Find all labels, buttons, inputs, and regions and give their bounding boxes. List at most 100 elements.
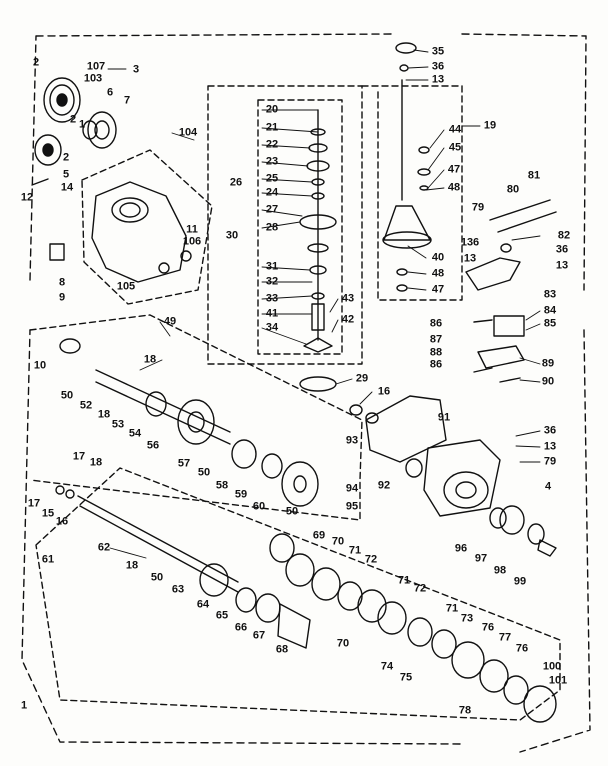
part-label-71a: 71 bbox=[348, 544, 362, 557]
part-label-87: 87 bbox=[429, 333, 443, 346]
part-label-44: 44 bbox=[448, 123, 462, 136]
part-label-6: 6 bbox=[106, 86, 114, 99]
spindle-group-box bbox=[207, 85, 363, 365]
part-label-76a: 76 bbox=[481, 621, 495, 634]
part-label-18b: 18 bbox=[97, 408, 111, 421]
part-label-3: 3 bbox=[132, 63, 140, 76]
part-label-17a: 17 bbox=[72, 450, 86, 463]
part-label-11: 11 bbox=[186, 223, 198, 236]
part-label-92: 92 bbox=[377, 479, 391, 492]
part-label-43: 43 bbox=[341, 292, 355, 305]
part-label-23: 23 bbox=[265, 155, 279, 168]
part-label-19: 19 bbox=[483, 119, 497, 132]
part-label-50d: 50 bbox=[150, 571, 164, 584]
part-label-69: 69 bbox=[312, 529, 326, 542]
bearing-group-box bbox=[35, 467, 561, 721]
part-label-95: 95 bbox=[345, 500, 359, 513]
part-label-99: 99 bbox=[513, 575, 527, 588]
part-label-35: 35 bbox=[431, 45, 445, 58]
part-label-50c: 50 bbox=[285, 505, 299, 518]
shifter-assembly bbox=[465, 199, 557, 383]
part-label-71b: 71 bbox=[397, 574, 411, 587]
part-label-71c: 71 bbox=[445, 602, 459, 615]
part-label-15: 15 bbox=[41, 507, 55, 520]
part-label-42: 42 bbox=[341, 313, 355, 326]
part-label-79a: 79 bbox=[471, 201, 485, 214]
part-label-76b: 76 bbox=[515, 642, 529, 655]
part-label-104: 104 bbox=[178, 126, 198, 139]
part-label-70a: 70 bbox=[331, 535, 345, 548]
part-label-88: 88 bbox=[429, 346, 443, 359]
part-label-93: 93 bbox=[345, 434, 359, 447]
part-label-101: 101 bbox=[548, 674, 568, 687]
part-label-100: 100 bbox=[542, 660, 562, 673]
part-label-90: 90 bbox=[541, 375, 555, 388]
part-label-85: 85 bbox=[543, 317, 557, 330]
part-label-66: 66 bbox=[234, 621, 248, 634]
part-label-32: 32 bbox=[265, 275, 279, 288]
part-label-2b: 2 bbox=[69, 113, 77, 126]
part-label-78: 78 bbox=[458, 704, 472, 717]
part-label-94: 94 bbox=[345, 482, 359, 495]
part-label-57: 57 bbox=[177, 457, 191, 470]
part-label-10: 10 bbox=[33, 359, 47, 372]
part-label-91: 91 bbox=[437, 411, 451, 424]
axle-housing bbox=[349, 395, 557, 557]
part-label-84: 84 bbox=[543, 304, 557, 317]
part-label-31: 31 bbox=[265, 260, 279, 273]
part-label-29: 29 bbox=[355, 372, 369, 385]
pinion-shaft bbox=[382, 42, 432, 292]
part-label-5: 5 bbox=[62, 168, 70, 181]
part-label-1b: 1 bbox=[20, 699, 28, 712]
part-label-50a: 50 bbox=[60, 389, 74, 402]
part-label-33: 33 bbox=[265, 292, 279, 305]
part-label-97: 97 bbox=[474, 552, 488, 565]
part-label-9: 9 bbox=[58, 291, 66, 304]
part-label-103: 103 bbox=[83, 72, 103, 85]
pulley-assembly bbox=[31, 77, 117, 186]
part-label-36b: 36 bbox=[555, 243, 569, 256]
part-label-75: 75 bbox=[399, 671, 413, 684]
part-label-82: 82 bbox=[557, 229, 571, 242]
part-label-68: 68 bbox=[275, 643, 289, 656]
part-label-13d: 13 bbox=[543, 440, 557, 453]
part-label-65: 65 bbox=[215, 609, 229, 622]
part-label-72b: 72 bbox=[413, 582, 427, 595]
part-label-28: 28 bbox=[265, 221, 279, 234]
part-label-136: 136 bbox=[460, 236, 480, 249]
part-label-2c: 2 bbox=[62, 151, 70, 164]
part-label-2a: 2 bbox=[32, 56, 40, 69]
part-label-48b: 48 bbox=[431, 267, 445, 280]
part-label-63: 63 bbox=[171, 583, 185, 596]
part-label-107: 107 bbox=[86, 60, 106, 73]
leader-lines bbox=[107, 49, 541, 559]
part-label-36a: 36 bbox=[431, 60, 445, 73]
part-label-89: 89 bbox=[541, 357, 555, 370]
part-label-45: 45 bbox=[448, 141, 462, 154]
part-label-52: 52 bbox=[79, 399, 93, 412]
part-label-79b: 79 bbox=[543, 455, 557, 468]
part-label-16b: 16 bbox=[55, 515, 69, 528]
part-label-21: 21 bbox=[265, 121, 279, 134]
part-label-14: 14 bbox=[60, 181, 74, 194]
part-label-60: 60 bbox=[252, 500, 266, 513]
part-label-13a: 13 bbox=[431, 73, 445, 86]
part-label-47b: 47 bbox=[431, 283, 445, 296]
part-label-72a: 72 bbox=[364, 553, 378, 566]
bearing-stack bbox=[269, 533, 557, 723]
part-label-86a: 86 bbox=[429, 317, 443, 330]
part-label-86b: 86 bbox=[429, 358, 443, 371]
part-label-8: 8 bbox=[58, 276, 66, 289]
outer-boundary-dashed bbox=[21, 33, 591, 753]
part-label-54: 54 bbox=[128, 427, 142, 440]
part-label-53: 53 bbox=[111, 418, 125, 431]
part-label-18d: 18 bbox=[125, 559, 139, 572]
lower-axle bbox=[55, 485, 311, 649]
part-label-105: 105 bbox=[116, 280, 136, 293]
part-label-83: 83 bbox=[543, 288, 557, 301]
part-label-30: 30 bbox=[225, 229, 239, 242]
part-label-61: 61 bbox=[41, 553, 55, 566]
part-label-36c: 36 bbox=[543, 424, 557, 437]
